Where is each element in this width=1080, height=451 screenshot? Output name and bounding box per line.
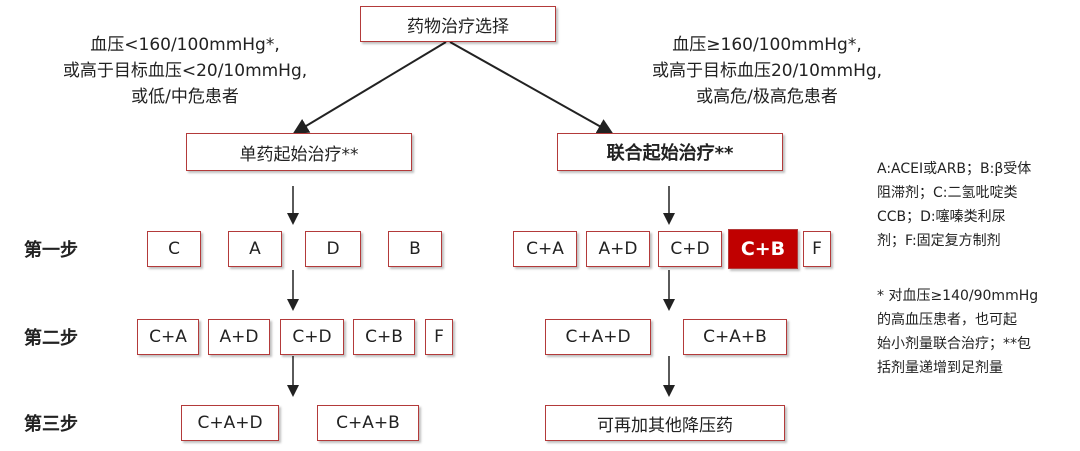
- right-condition-line2: 或高于目标血压20/10mmHg,: [651, 61, 883, 81]
- left-step1-item: B: [388, 231, 442, 267]
- right-step1-item: A+D: [586, 231, 650, 267]
- left-step2-item: A+D: [208, 319, 270, 355]
- step3-label: 第三步: [24, 414, 78, 435]
- footnote: * 对血压≥140/90mmHg 的高血压患者，也可起 始小剂量联合治疗；**包…: [877, 284, 1077, 380]
- right-step2-item: C+A+B: [683, 319, 787, 355]
- left-condition-line1: 血压<160/100mmHg*,: [90, 35, 280, 55]
- left-condition: 血压<160/100mmHg*, 或高于目标血压<20/10mmHg, 或低/中…: [40, 32, 330, 110]
- footnote-line2: 的高血压患者，也可起: [877, 312, 1017, 328]
- legend-line2: 阻滞剂；C:二氢吡啶类: [877, 185, 1018, 201]
- footnote-line4: 括剂量递增到足剂量: [877, 360, 1003, 376]
- left-step1-item: A: [228, 231, 282, 267]
- arrow-root-right: [449, 41, 614, 134]
- step1-label: 第一步: [24, 240, 78, 261]
- legend-line1: A:ACEI或ARB；B:β受体: [877, 161, 1032, 177]
- legend-line4: 剂；F:固定复方制剂: [877, 233, 1001, 249]
- left-condition-line2: 或高于目标血压<20/10mmHg,: [62, 61, 308, 81]
- left-step2-item: F: [425, 319, 453, 355]
- right-step3-item: 可再加其他降压药: [545, 405, 785, 441]
- left-step2-item: C+B: [353, 319, 415, 355]
- left-step1-item: C: [147, 231, 201, 267]
- right-step2-item: C+A+D: [545, 319, 651, 355]
- right-step1-item: F: [803, 231, 831, 267]
- footnote-line3: 始小剂量联合治疗；**包: [877, 336, 1031, 352]
- right-branch-node: 联合起始治疗**: [557, 133, 783, 171]
- left-step3-item: C+A+D: [181, 405, 279, 441]
- right-condition-line1: 血压≥160/100mmHg*,: [672, 35, 862, 55]
- left-step1-item: D: [305, 231, 361, 267]
- root-node: 药物治疗选择: [360, 6, 556, 42]
- step2-label: 第二步: [24, 328, 78, 349]
- arrow-root-left: [292, 41, 447, 135]
- right-condition-line3: 或高危/极高危患者: [696, 87, 838, 107]
- legend-line3: CCB；D:噻嗪类利尿: [877, 209, 1006, 225]
- left-branch-node: 单药起始治疗**: [186, 133, 412, 171]
- footnote-line1: * 对血压≥140/90mmHg: [877, 288, 1039, 304]
- left-step2-item: C+A: [137, 319, 199, 355]
- right-step1-item-highlight: C+B: [728, 229, 798, 269]
- left-step2-item: C+D: [280, 319, 344, 355]
- right-step1-item: C+D: [658, 231, 722, 267]
- left-step3-item: C+A+B: [317, 405, 419, 441]
- right-step1-item: C+A: [513, 231, 577, 267]
- right-condition: 血压≥160/100mmHg*, 或高于目标血压20/10mmHg, 或高危/极…: [612, 32, 922, 110]
- left-condition-line3: 或低/中危患者: [131, 87, 239, 107]
- legend: A:ACEI或ARB；B:β受体 阻滞剂；C:二氢吡啶类 CCB；D:噻嗪类利尿…: [877, 157, 1077, 253]
